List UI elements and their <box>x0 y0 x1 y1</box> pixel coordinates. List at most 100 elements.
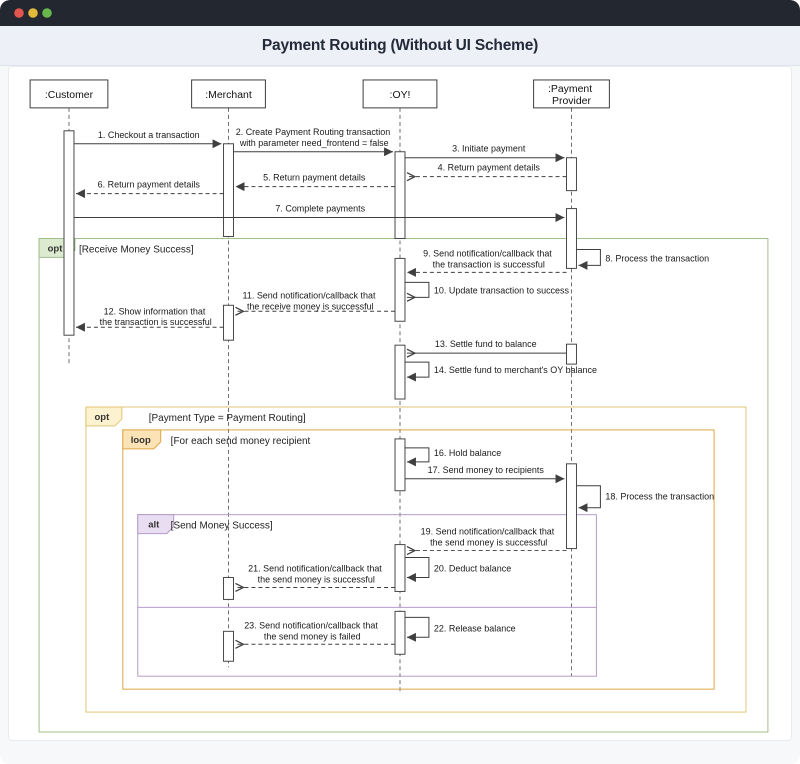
message-17-label: 17. Send money to recipients <box>428 465 545 475</box>
message-14-line <box>404 361 430 382</box>
fragment-guard: [Send Money Success] <box>171 521 273 532</box>
fragment-guard: [For each send money recipient <box>171 436 311 447</box>
message-4-label: 4. Return payment details <box>438 163 541 173</box>
message-10: 10. Update transaction to success <box>404 281 570 297</box>
message-22-label: 22. Release balance <box>434 623 516 633</box>
message-12-label: 12. Show information that the transactio… <box>100 306 212 327</box>
diagram-title: Payment Routing (Without UI Scheme) <box>261 36 539 54</box>
activation-oy-2 <box>394 257 406 322</box>
message-20-label: 20. Deduct balance <box>434 564 511 574</box>
fragment-operator-tab <box>85 406 123 427</box>
activation-oy-6 <box>394 610 406 655</box>
window-titlebar <box>0 0 800 26</box>
message-23: 23. Send notification/callback that the … <box>235 620 396 644</box>
message-11: 11. Send notification/callback that the … <box>235 290 396 311</box>
sequence-diagram: opt [Receive Money Success] opt [Payment… <box>29 79 769 733</box>
message-10-label: 10. Update transaction to success <box>434 285 570 295</box>
activation-pp-4 <box>566 463 577 550</box>
message-2: 2. Create Payment Routing transaction wi… <box>233 127 394 157</box>
message-23-line1: 23. Send notification/callback that <box>244 620 378 630</box>
message-20: 20. Deduct balance <box>404 557 511 582</box>
fragment-operator: loop <box>131 435 151 446</box>
message-12: 12. Show information that the transactio… <box>75 306 224 332</box>
activation-merchant-1 <box>223 143 234 237</box>
message-7-label: 7. Complete payments <box>275 204 365 214</box>
fragment-operator-tab <box>122 429 162 450</box>
message-6-label: 6. Return payment details <box>98 180 201 190</box>
message-2-line2: with parameter need_frontend = false <box>239 138 389 148</box>
actor-merchant-label: :Merchant <box>205 90 252 101</box>
message-21-line2: the send money is successful <box>258 574 375 584</box>
activation-oy-1 <box>394 151 406 239</box>
fragment-operator-tab <box>137 514 175 535</box>
fragment-operator: alt <box>148 520 160 531</box>
message-5-label: 5. Return payment details <box>263 173 366 183</box>
diagram-title-bar: Payment Routing (Without UI Scheme) <box>0 26 800 66</box>
message-5: 5. Return payment details <box>235 173 396 192</box>
window-close-button[interactable] <box>14 8 24 18</box>
activation-oy-3 <box>394 344 406 400</box>
message-2-label: 2. Create Payment Routing transaction wi… <box>236 127 393 148</box>
message-22-line <box>404 616 430 642</box>
message-21-line1: 21. Send notification/callback that <box>248 564 382 574</box>
message-8-line <box>576 248 601 270</box>
activation-pp-1 <box>566 157 577 192</box>
message-16-line <box>404 447 430 467</box>
message-23-line2: the send money is failed <box>264 631 361 641</box>
message-8: 8. Process the transaction <box>576 248 709 270</box>
message-4: 4. Return payment details <box>407 163 567 177</box>
actor-oy: :OY! <box>362 79 438 109</box>
actor-payment-provider-line2: Provider <box>552 96 591 107</box>
activation-pp-2 <box>566 208 577 269</box>
message-11-line1: 11. Send notification/callback that <box>243 290 376 300</box>
message-3: 3. Initiate payment <box>404 144 565 163</box>
window-minimize-button[interactable] <box>28 8 38 18</box>
actor-payment-provider: :Payment Provider <box>533 79 610 109</box>
fragment-guard: [Receive Money Success] <box>79 244 194 255</box>
message-19-line2: the send money is successful <box>430 538 547 548</box>
message-14: 14. Settle fund to merchant's OY balance <box>404 361 597 382</box>
message-8-label: 8. Process the transaction <box>605 253 709 263</box>
activation-pp-3 <box>566 343 577 365</box>
diagram-canvas: opt [Receive Money Success] opt [Payment… <box>8 66 792 741</box>
window-footer <box>0 741 800 763</box>
fragment-alt-send-money: alt [Send Money Success] <box>137 514 597 677</box>
message-3-label: 3. Initiate payment <box>452 144 526 154</box>
message-12-line1: 12. Show information that <box>104 306 206 316</box>
fragment-operator: opt <box>95 412 111 423</box>
message-17: 17. Send money to recipients <box>404 465 565 484</box>
message-7: 7. Complete payments <box>73 204 565 223</box>
activation-merchant-3 <box>223 576 234 600</box>
actor-customer-label: :Customer <box>45 90 94 101</box>
message-22: 22. Release balance <box>404 616 516 642</box>
message-19-label: 19. Send notification/callback that the … <box>421 527 557 548</box>
fragment-opt-payment-type: opt [Payment Type = Payment Routing] <box>85 406 747 713</box>
actor-customer: :Customer <box>29 79 109 109</box>
message-9-line2: the transaction is successful <box>433 259 545 269</box>
message-1-label: 1. Checkout a transaction <box>98 130 200 140</box>
actor-payment-provider-line1: :Payment <box>548 84 592 95</box>
traffic-lights <box>14 8 52 18</box>
message-16: 16. Hold balance <box>404 447 501 467</box>
message-18-label: 18. Process the transaction <box>605 492 714 502</box>
actor-payment-provider-label: :Payment Provider <box>548 84 595 107</box>
activation-merchant-2 <box>223 304 234 341</box>
message-9-label: 9. Send notification/callback that the t… <box>423 248 554 269</box>
message-18-line <box>576 485 601 513</box>
message-18: 18. Process the transaction <box>576 485 714 513</box>
message-23-label: 23. Send notification/callback that the … <box>244 620 380 641</box>
message-20-line <box>404 557 430 582</box>
message-14-label: 14. Settle fund to merchant's OY balance <box>434 365 597 375</box>
message-19: 19. Send notification/callback that the … <box>407 527 567 551</box>
message-10-line <box>404 281 430 297</box>
window-zoom-button[interactable] <box>42 8 52 18</box>
message-11-label: 11. Send notification/callback that the … <box>243 290 378 311</box>
message-16-label: 16. Hold balance <box>434 448 501 458</box>
fragment-guard: [Payment Type = Payment Routing] <box>149 413 306 424</box>
message-12-line2: the transaction is successful <box>100 317 212 327</box>
activation-oy-4 <box>394 438 406 492</box>
message-9: 9. Send notification/callback that the t… <box>406 248 567 277</box>
message-13-label: 13. Settle fund to balance <box>435 339 537 349</box>
message-6: 6. Return payment details <box>75 180 224 199</box>
message-21-label: 21. Send notification/callback that the … <box>248 564 384 585</box>
